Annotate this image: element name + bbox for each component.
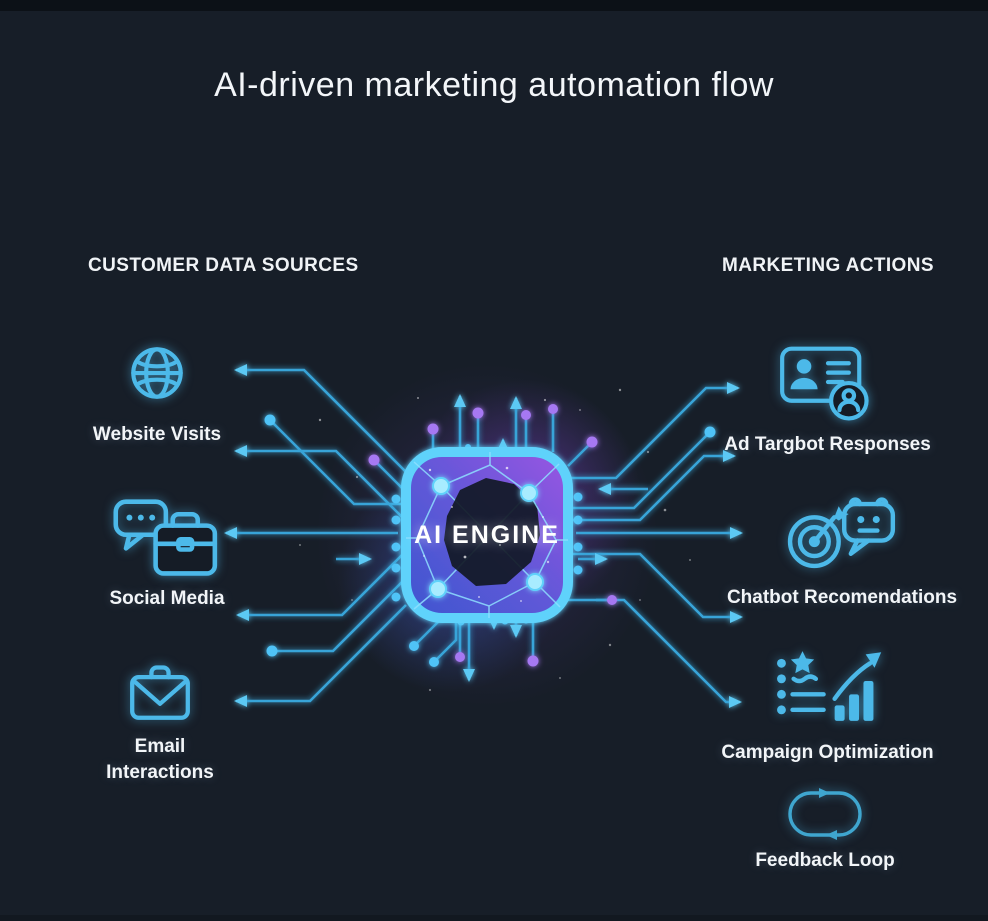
action-label: Ad Targbot Responses [724,434,931,455]
source-label: Social Media [109,588,225,609]
source-item-website-visits: Website Visits [92,340,222,448]
action-item-chatbot: Chatbot Recomendations [727,493,957,611]
ad-targeting-icon [778,340,878,424]
email-icon [125,660,195,722]
action-label: Chatbot Recomendations [726,587,958,608]
feedback-loop-icon [777,788,873,840]
social-media-icon [111,496,223,578]
action-label: Feedback Loop [755,850,895,871]
ai-engine-label: AI ENGINE [414,520,560,549]
action-item-feedback-loop: Feedback Loop [755,788,895,874]
action-item-ad-targeting: Ad Targbot Responses [724,340,931,458]
heading-customer-data-sources: CUSTOMER DATA SOURCES [88,255,359,276]
source-label: Website Visits [92,424,222,445]
chatbot-icon [784,493,900,577]
bottom-edge [0,915,988,921]
action-label: Campaign Optimization [721,742,934,763]
source-label: Email Interactions [106,736,214,783]
page-title: AI-driven marketing automation flow [214,66,774,104]
source-item-social-media: Social Media [92,496,242,612]
globe-icon [124,340,190,406]
action-item-campaign-optimization: Campaign Optimization [721,650,934,766]
campaign-optimization-icon [772,650,884,732]
heading-marketing-actions: MARKETING ACTIONS [722,255,934,276]
source-item-email-interactions: Email Interactions [95,660,225,786]
top-edge [0,0,988,11]
